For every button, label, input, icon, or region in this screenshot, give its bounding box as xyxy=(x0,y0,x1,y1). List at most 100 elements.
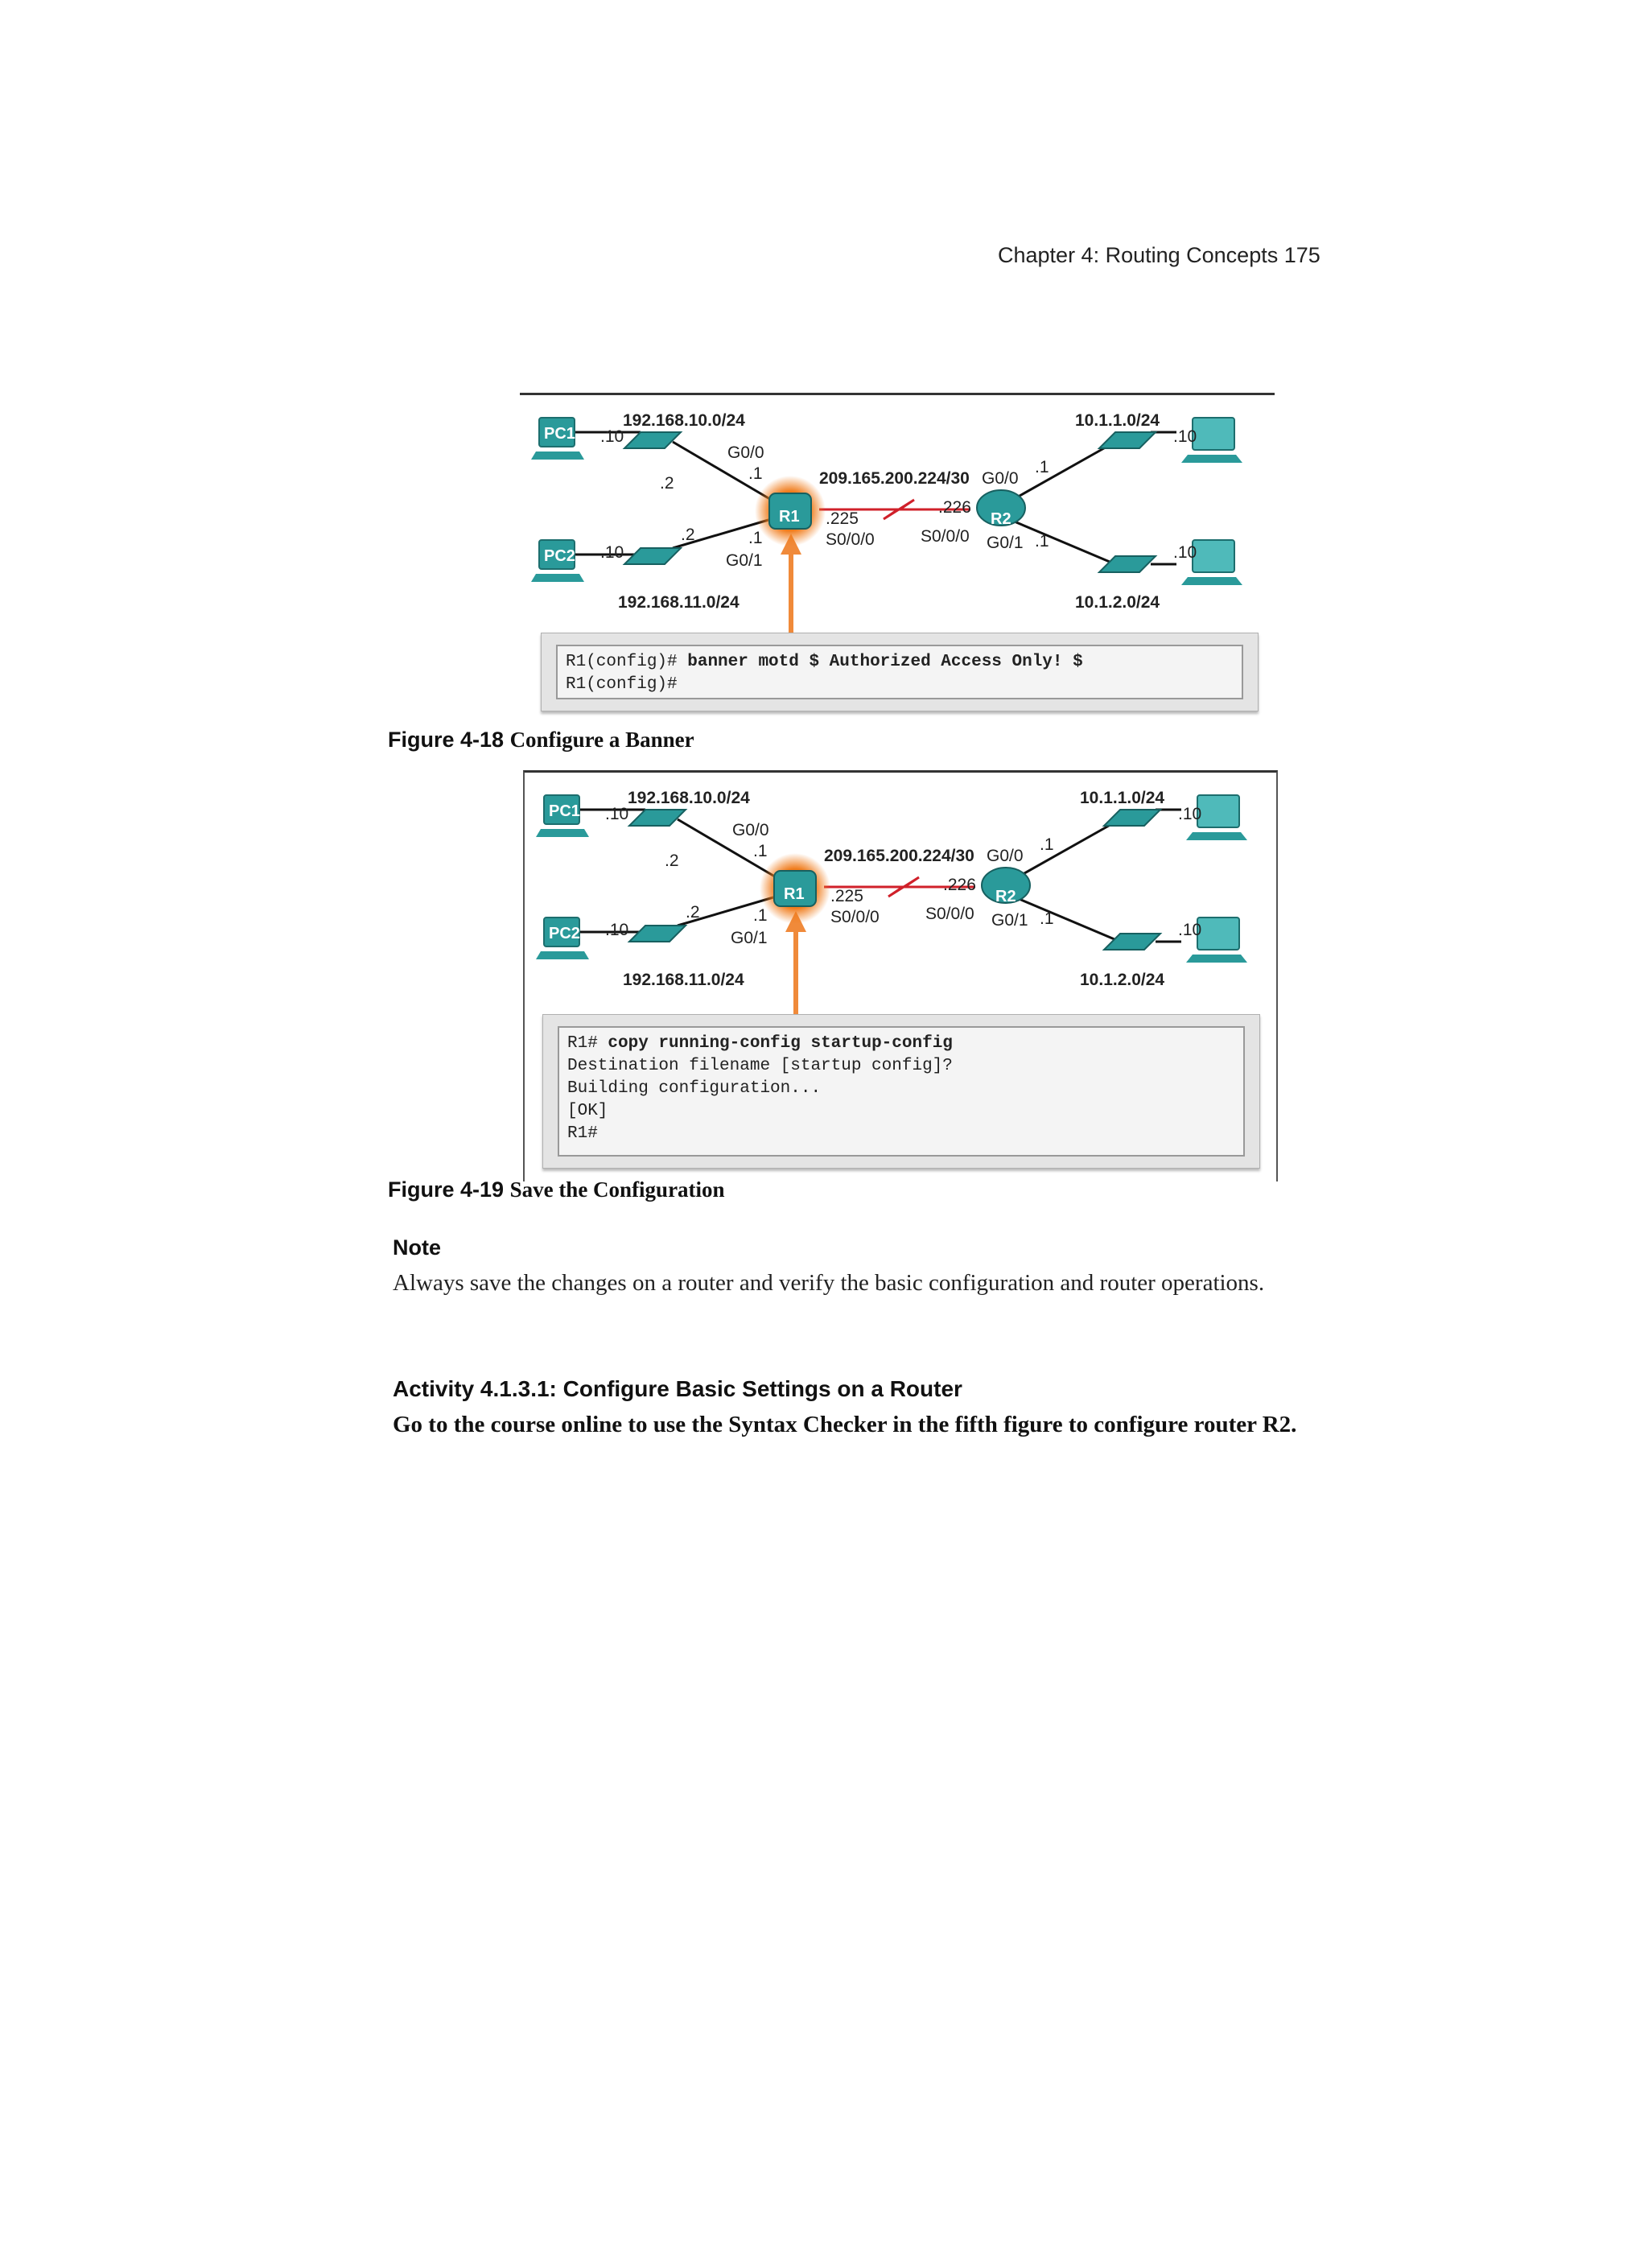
figure-4-18-diagram: PC1 PC2 R1 R2 xyxy=(520,393,1275,717)
figure-4-18-caption: Figure 4-18 Configure a Banner xyxy=(388,728,694,752)
svg-text:10.1.1.0/24: 10.1.1.0/24 xyxy=(1080,789,1164,807)
activity-body: Go to the course online to use the Synta… xyxy=(393,1412,1297,1437)
svg-text:.1: .1 xyxy=(1040,835,1054,854)
router-r1-icon: R1 xyxy=(760,853,830,924)
cli-line: R1(config)# banner motd $ Authorized Acc… xyxy=(566,651,1234,674)
svg-text:.226: .226 xyxy=(943,876,976,894)
svg-text:10.1.2.0/24: 10.1.2.0/24 xyxy=(1075,593,1160,612)
svg-text:S0/0/0: S0/0/0 xyxy=(925,905,974,923)
cli-prompt: R1(config)# xyxy=(566,675,678,694)
activity-heading: Activity 4.1.3.1: Configure Basic Settin… xyxy=(393,1376,962,1401)
svg-text:.1: .1 xyxy=(1040,909,1054,928)
svg-text:R1: R1 xyxy=(779,508,800,526)
svg-text:.10: .10 xyxy=(1178,921,1201,939)
svg-text:209.165.200.224/30: 209.165.200.224/30 xyxy=(824,847,974,865)
svg-text:.1: .1 xyxy=(748,464,763,483)
cli-panel: R1(config)# banner motd $ Authorized Acc… xyxy=(541,633,1259,711)
svg-text:G0/1: G0/1 xyxy=(731,929,768,947)
svg-text:S0/0/0: S0/0/0 xyxy=(921,527,970,546)
cli-command: copy running-config startup-config xyxy=(608,1034,953,1053)
svg-text:PC1: PC1 xyxy=(549,802,580,820)
svg-text:G0/0: G0/0 xyxy=(727,443,764,462)
switch-top-right-icon xyxy=(1097,431,1158,449)
cli-prompt: R1# xyxy=(567,1124,598,1143)
cli-line: R1(config)# xyxy=(566,674,1234,696)
switch-top-right-icon xyxy=(1102,809,1163,827)
pc3-icon xyxy=(1186,794,1247,840)
svg-text:R1: R1 xyxy=(784,885,805,903)
pc4-icon xyxy=(1181,539,1242,585)
svg-text:R2: R2 xyxy=(991,510,1011,528)
pc3-icon xyxy=(1181,417,1242,463)
svg-text:.2: .2 xyxy=(665,852,679,870)
svg-text:R2: R2 xyxy=(995,888,1016,905)
figure-4-19-diagram: PC1 PC2 R1 R2 192.168.10.0/24 .10 xyxy=(523,770,1278,1181)
router-r1-icon: R1 xyxy=(755,476,826,546)
svg-text:.10: .10 xyxy=(605,805,628,823)
pc1-icon: PC1 xyxy=(531,417,584,460)
svg-text:.10: .10 xyxy=(1173,543,1197,562)
svg-text:.1: .1 xyxy=(1035,532,1049,551)
switch-bottom-right-icon xyxy=(1097,555,1158,573)
svg-text:.1: .1 xyxy=(748,529,763,547)
svg-text:G0/1: G0/1 xyxy=(987,534,1024,552)
svg-text:.2: .2 xyxy=(660,474,674,493)
svg-text:192.168.11.0/24: 192.168.11.0/24 xyxy=(618,593,740,612)
svg-text:.2: .2 xyxy=(686,903,700,922)
svg-text:.1: .1 xyxy=(1035,458,1049,476)
svg-text:PC2: PC2 xyxy=(549,925,580,942)
pc2-icon: PC2 xyxy=(536,917,589,959)
svg-text:G0/0: G0/0 xyxy=(987,847,1024,865)
svg-text:.10: .10 xyxy=(600,543,624,562)
svg-text:G0/0: G0/0 xyxy=(982,469,1019,488)
cli-output: R1(config)# banner motd $ Authorized Acc… xyxy=(556,645,1243,699)
note-body: Always save the changes on a router and … xyxy=(393,1270,1265,1296)
note-heading: Note xyxy=(393,1235,441,1260)
svg-text:.10: .10 xyxy=(1173,427,1197,446)
svg-text:.1: .1 xyxy=(753,842,768,860)
cli-line: Building configuration... xyxy=(567,1078,1235,1100)
cli-prompt: [OK] xyxy=(567,1102,608,1120)
svg-text:209.165.200.224/30: 209.165.200.224/30 xyxy=(819,469,970,488)
svg-text:S0/0/0: S0/0/0 xyxy=(830,908,880,926)
svg-text:192.168.10.0/24: 192.168.10.0/24 xyxy=(628,789,750,807)
figure-4-19-caption: Figure 4-19 Save the Configuration xyxy=(388,1177,725,1202)
cli-command: banner motd $ Authorized Access Only! $ xyxy=(687,653,1083,671)
network-topology: PC1 PC2 R1 R2 192.168.10.0/24 .10 xyxy=(536,789,1247,1014)
switch-bottom-left-icon xyxy=(627,925,688,942)
cli-prompt: Destination filename [startup config]? xyxy=(567,1057,953,1075)
cli-line: R1# copy running-config startup-config xyxy=(567,1033,1235,1055)
svg-text:.226: .226 xyxy=(938,498,971,517)
pc4-icon xyxy=(1186,917,1247,963)
svg-text:G0/1: G0/1 xyxy=(726,551,763,570)
switch-top-left-icon xyxy=(622,431,683,449)
cli-line: [OK] xyxy=(567,1100,1235,1123)
cli-line: R1# xyxy=(567,1123,1235,1145)
svg-text:.225: .225 xyxy=(826,509,859,528)
svg-text:.10: .10 xyxy=(600,427,624,446)
svg-text:.225: .225 xyxy=(830,887,863,905)
switch-bottom-right-icon xyxy=(1102,933,1163,950)
svg-text:PC2: PC2 xyxy=(544,547,575,565)
svg-text:192.168.11.0/24: 192.168.11.0/24 xyxy=(623,971,744,989)
svg-text:10.1.1.0/24: 10.1.1.0/24 xyxy=(1075,411,1160,430)
running-header: Chapter 4: Routing Concepts 175 xyxy=(998,243,1320,267)
svg-text:.10: .10 xyxy=(605,921,628,939)
svg-text:G0/0: G0/0 xyxy=(732,821,769,839)
svg-text:PC1: PC1 xyxy=(544,425,575,443)
svg-text:S0/0/0: S0/0/0 xyxy=(826,530,875,549)
cli-prompt: R1(config)# xyxy=(566,653,688,671)
cli-prompt: R1# xyxy=(567,1034,608,1053)
network-topology: PC1 PC2 R1 R2 xyxy=(531,411,1242,633)
svg-text:G0/1: G0/1 xyxy=(991,911,1028,930)
cli-line: Destination filename [startup config]? xyxy=(567,1055,1235,1078)
router-r2-icon: R2 xyxy=(976,489,1026,528)
svg-text:.2: .2 xyxy=(681,526,695,544)
svg-text:192.168.10.0/24: 192.168.10.0/24 xyxy=(623,411,745,430)
router-r2-icon: R2 xyxy=(981,867,1031,905)
svg-text:.10: .10 xyxy=(1178,805,1201,823)
switch-bottom-left-icon xyxy=(622,547,683,565)
svg-text:.1: .1 xyxy=(753,906,768,925)
